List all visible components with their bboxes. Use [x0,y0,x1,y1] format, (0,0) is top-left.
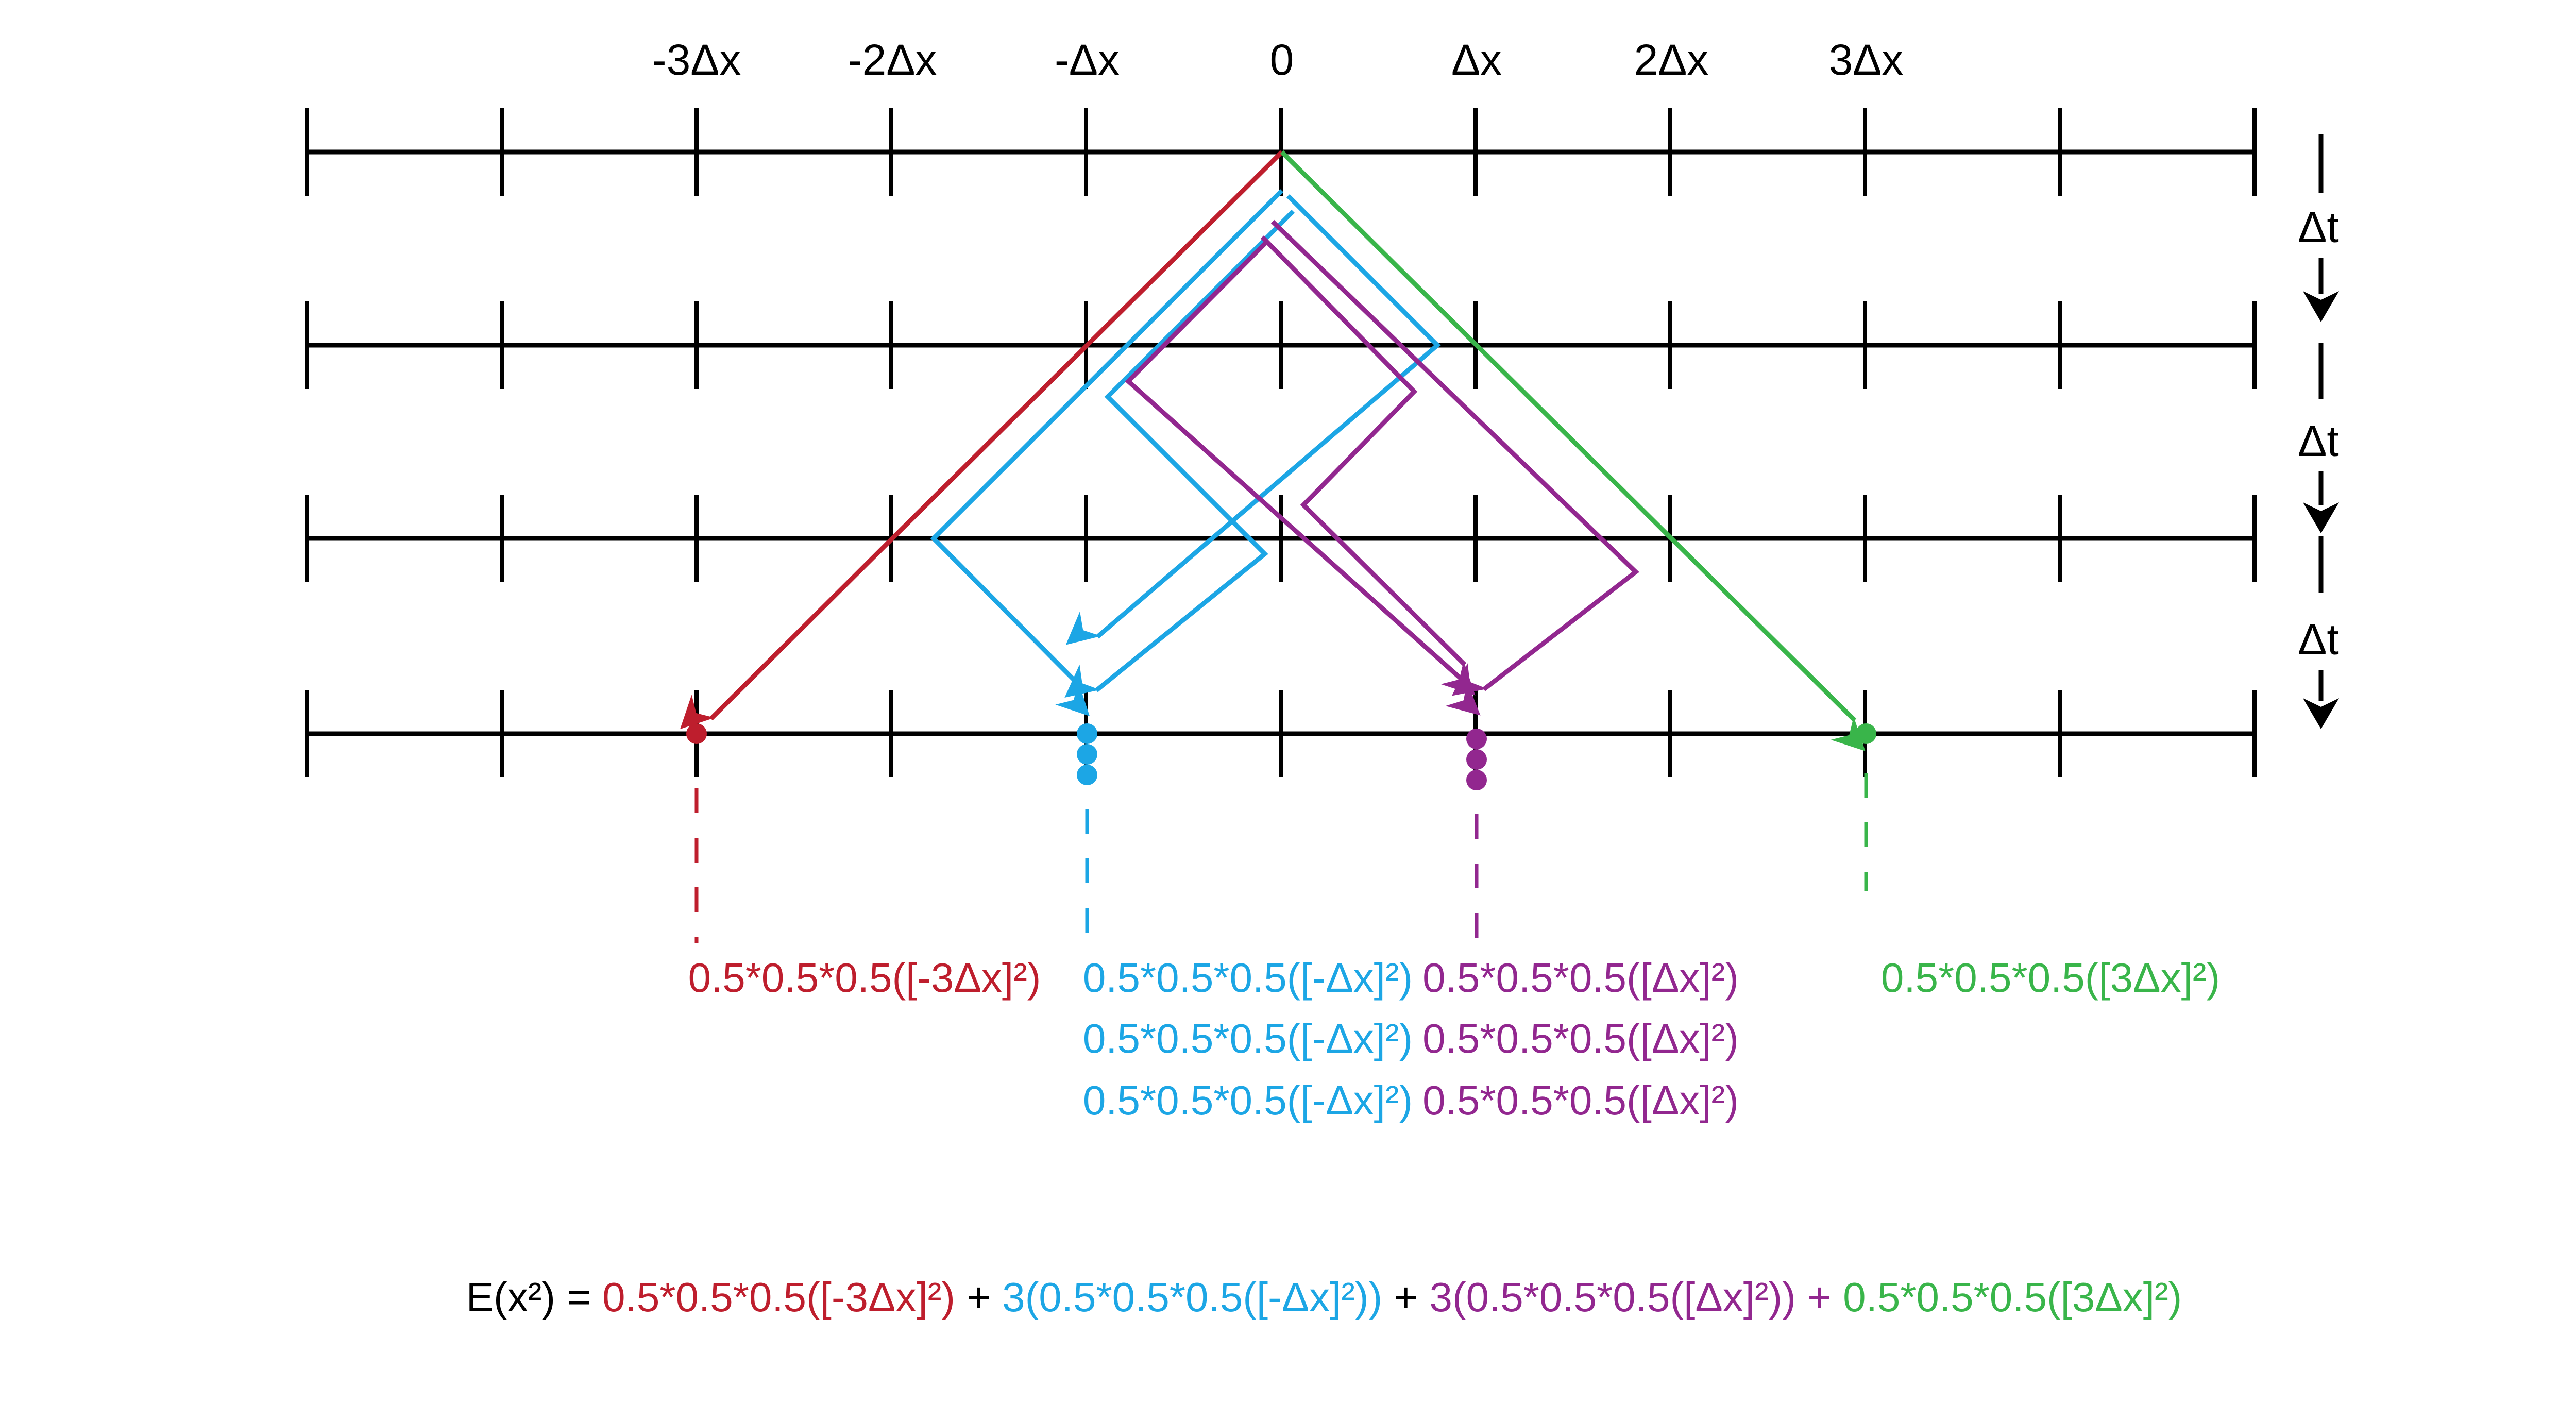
red-term: 0.5*0.5*0.5([-3Δx]²) [688,955,1041,1001]
blue-path-2 [1064,209,1295,698]
equation-red-term: 0.5*0.5*0.5([-3Δx]²) [602,1274,955,1320]
red-path [680,150,1284,730]
number-line [305,495,2257,582]
time-step-label: Δt [2298,203,2338,251]
position-label: 2Δx [1634,36,1709,84]
position-label: Δx [1451,36,1502,84]
blue-term: 0.5*0.5*0.5([-Δx]²) [1083,1016,1413,1061]
blue-endpoint-dot [1077,765,1097,785]
endpoint-dots [686,723,1876,790]
purple-endpoint-dot [1466,729,1487,749]
blue-term: 0.5*0.5*0.5([-Δx]²) [1083,1077,1413,1123]
position-label: 3Δx [1829,36,1904,84]
equation-purple-term: 3(0.5*0.5*0.5([Δx]²)) [1429,1274,1795,1320]
time-step-arrowhead [2303,291,2339,322]
purple-path-2 [1270,219,1639,696]
position-label: -3Δx [652,36,741,84]
purple-endpoint-dot [1466,770,1487,790]
equation-lhs: E(x²) = [466,1274,602,1320]
blue-endpoint-dot [1077,723,1097,744]
time-step-label: Δt [2298,615,2338,664]
number-lines [305,108,2257,777]
walk-paths [680,150,1866,751]
position-axis-labels: -3Δx -2Δx -Δx 0 Δx 2Δx 3Δx [652,36,1904,84]
purple-path-3 [1260,235,1476,696]
dashed-leaders [694,773,1868,948]
blue-term: 0.5*0.5*0.5([-Δx]²) [1083,955,1413,1001]
purple-term: 0.5*0.5*0.5([Δx]²) [1422,1077,1739,1123]
equation-plus: + [955,1274,1002,1320]
position-label: 0 [1270,36,1294,84]
blue-path-1 [930,189,1284,716]
number-line [305,690,2257,777]
purple-path-1 [1125,240,1481,716]
expectation-equation: E(x²) = 0.5*0.5*0.5([-3Δx]²) + 3(0.5*0.5… [466,1274,2182,1320]
purple-term: 0.5*0.5*0.5([Δx]²) [1422,955,1739,1001]
red-endpoint-dot [686,723,707,744]
term-labels: 0.5*0.5*0.5([-3Δx]²) 0.5*0.5*0.5([-Δx]²)… [688,955,2221,1123]
purple-endpoint-dot [1466,749,1487,770]
time-step-label: Δt [2298,417,2338,465]
position-label: -2Δx [848,36,937,84]
equation-blue-term: 3(0.5*0.5*0.5([-Δx]²)) [1002,1274,1382,1320]
time-step-arrowhead [2303,698,2339,729]
purple-term: 0.5*0.5*0.5([Δx]²) [1422,1016,1739,1061]
equation-green-term: 0.5*0.5*0.5([3Δx]²) [1843,1274,2182,1320]
equation-plus: + [1796,1274,1843,1320]
position-label: -Δx [1055,36,1120,84]
number-line [305,301,2257,389]
green-endpoint-dot [1856,723,1876,744]
blue-path-3 [1065,194,1441,645]
green-path [1280,150,1866,751]
time-step-indicators: Δt Δt Δt [2298,134,2339,729]
equation-plus: + [1382,1274,1429,1320]
green-term: 0.5*0.5*0.5([3Δx]²) [1881,955,2220,1001]
time-step-arrowhead [2303,502,2339,533]
blue-endpoint-dot [1077,744,1097,765]
